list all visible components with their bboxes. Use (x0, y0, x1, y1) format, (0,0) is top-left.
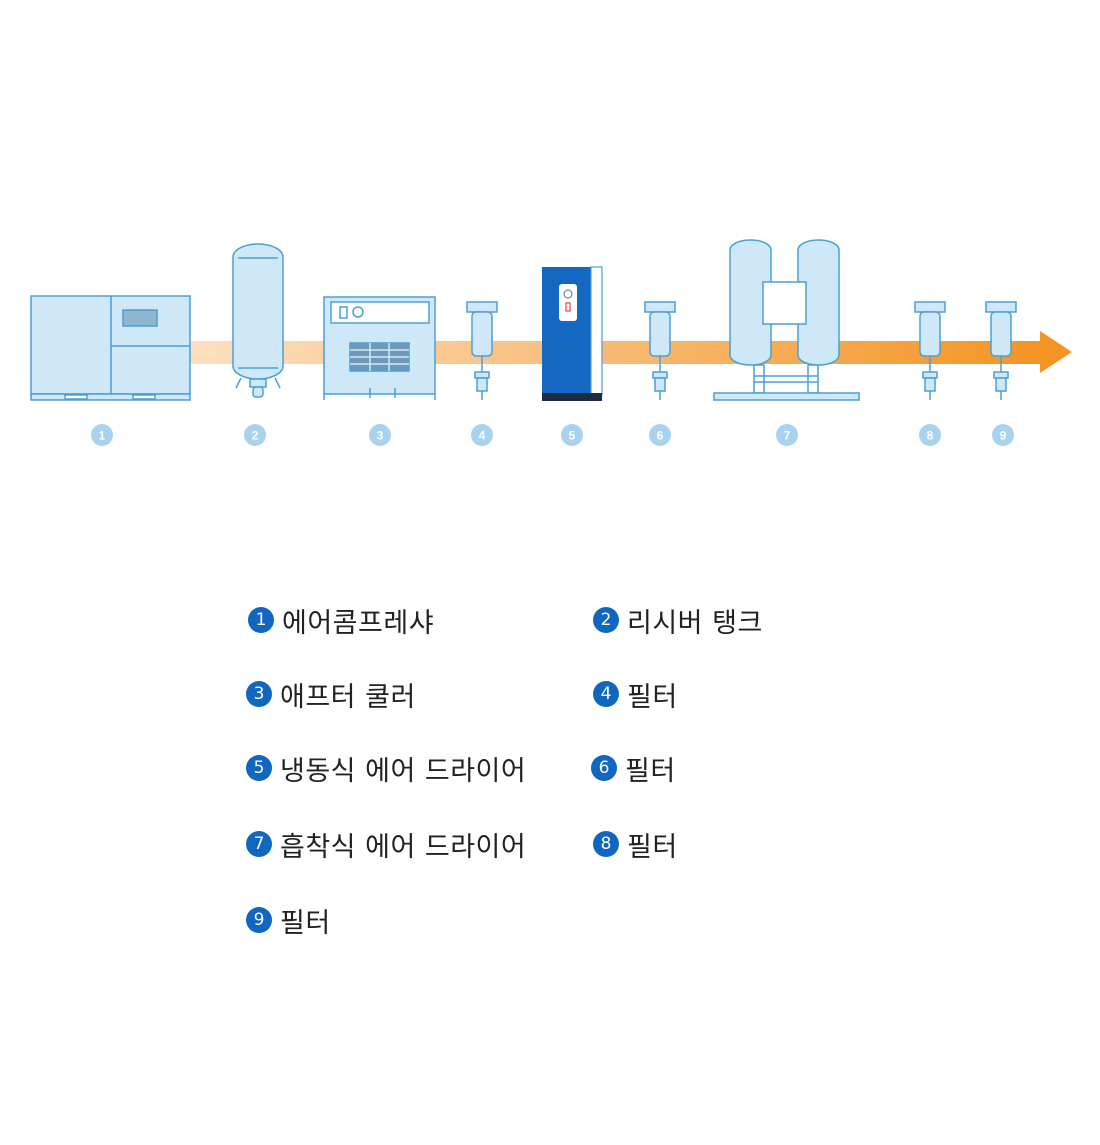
legend-item: 3 애프터 쿨러 (246, 676, 416, 713)
step-number-text: 9 (1000, 429, 1007, 443)
legend-item: 5 냉동식 에어 드라이어 (246, 750, 527, 787)
step-dot (919, 424, 941, 446)
legend-number-badge: 6 (591, 755, 617, 781)
filter-icon (985, 301, 1017, 400)
legend-item: 4 필터 (593, 676, 678, 713)
process-flow-diagram: 1 2 3 4 5 6 7 8 9 (30, 239, 1072, 446)
step-dot (471, 424, 493, 446)
step-dot (776, 424, 798, 446)
legend-number-badge: 7 (246, 831, 272, 857)
step-number-text: 5 (569, 429, 576, 443)
filter-icon (466, 301, 498, 400)
step-number-7: 7 (776, 424, 798, 446)
legend-label: 필터 (625, 755, 676, 787)
legend-label: 필터 (280, 907, 331, 939)
step-dots: 1 2 3 4 5 6 7 8 9 (91, 424, 1014, 446)
step-number-text: 4 (479, 429, 486, 443)
filter-icon (914, 301, 946, 400)
legend-item: 6 필터 (591, 750, 676, 787)
step-number-text: 2 (252, 429, 259, 443)
step-number-2: 2 (244, 424, 266, 446)
legend-item: 8 필터 (593, 826, 678, 863)
legend-item: 1 에어콤프레샤 (248, 602, 435, 639)
legend-number-badge: 4 (593, 681, 619, 707)
after-cooler-icon (323, 296, 436, 400)
step-number-text: 8 (927, 429, 934, 443)
step-number-text: 6 (657, 429, 664, 443)
legend-number-badge: 3 (246, 681, 272, 707)
step-number-3: 3 (369, 424, 391, 446)
adsorption-dryer-icon (713, 239, 860, 401)
legend-label: 냉동식 에어 드라이어 (280, 755, 527, 787)
step-dot (992, 424, 1014, 446)
air-compressor-icon (30, 295, 191, 401)
legend-item: 2 리시버 탱크 (593, 602, 763, 639)
receiver-tank-icon (232, 243, 284, 398)
legend-number-badge: 8 (593, 831, 619, 857)
legend-label: 애프터 쿨러 (280, 681, 416, 713)
legend-number-badge: 2 (593, 607, 619, 633)
step-dot (244, 424, 266, 446)
legend-item: 9 필터 (246, 902, 331, 939)
legend-label: 에어콤프레샤 (282, 607, 435, 639)
step-number-4: 4 (471, 424, 493, 446)
step-number-5: 5 (561, 424, 583, 446)
step-number-text: 3 (377, 429, 384, 443)
step-number-text: 1 (99, 429, 106, 443)
legend-label: 필터 (627, 681, 678, 713)
step-dot (369, 424, 391, 446)
step-dot (649, 424, 671, 446)
step-number-1: 1 (91, 424, 113, 446)
filter-icon (644, 301, 676, 400)
legend-number-badge: 1 (248, 607, 274, 633)
step-dot (561, 424, 583, 446)
legend-label: 흡착식 에어 드라이어 (280, 831, 527, 863)
legend-number-badge: 9 (246, 907, 272, 933)
step-number-6: 6 (649, 424, 671, 446)
step-dot (91, 424, 113, 446)
legend-label: 필터 (627, 831, 678, 863)
refrigerated-dryer-icon (542, 266, 603, 401)
step-number-8: 8 (919, 424, 941, 446)
legend-label: 리시버 탱크 (627, 607, 763, 639)
step-number-text: 7 (784, 429, 791, 443)
legend-number-badge: 5 (246, 755, 272, 781)
legend-item: 7 흡착식 에어 드라이어 (246, 826, 527, 863)
step-number-9: 9 (992, 424, 1014, 446)
